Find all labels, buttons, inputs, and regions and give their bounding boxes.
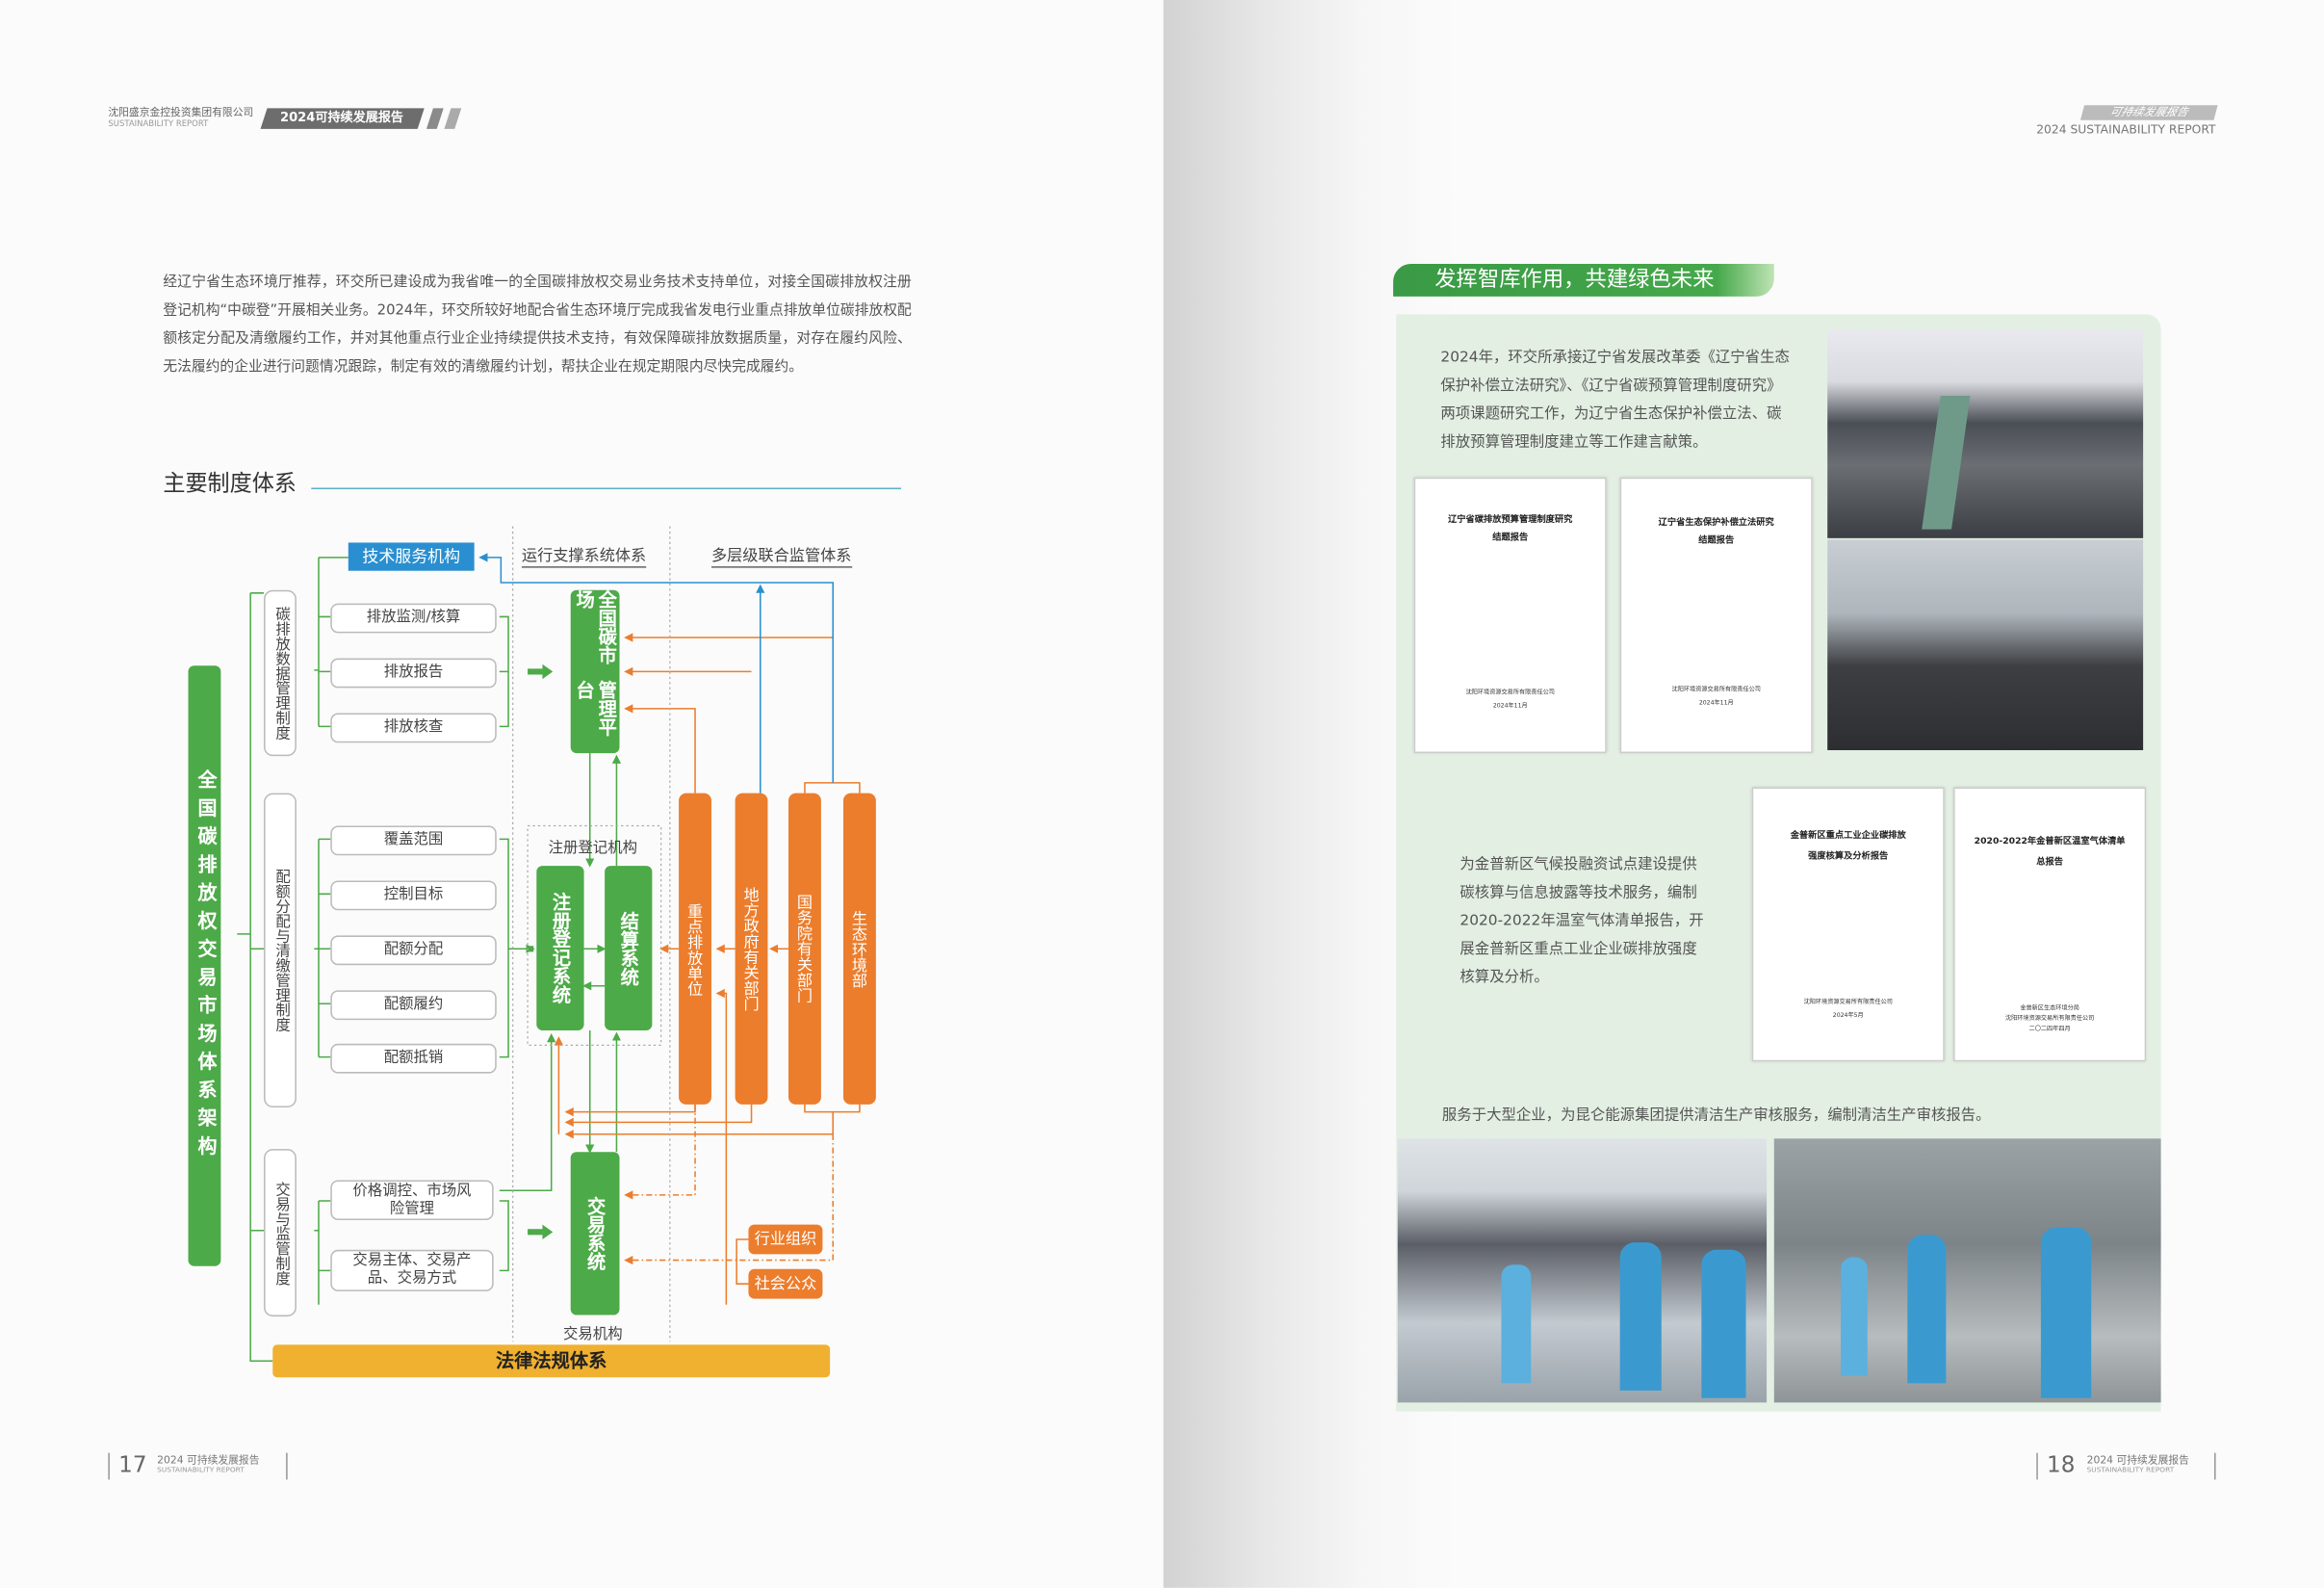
- footer-subtitle: SUSTAINABILITY REPORT: [2086, 1468, 2175, 1475]
- worker-figure: [2040, 1227, 2092, 1398]
- think-tank-text: 2024年，环交所承接辽宁省发展改革委《辽宁省生态保护补偿立法研究》、《辽宁省碳…: [1440, 350, 1790, 452]
- document-cover: 辽宁省生态保护补偿立法研究 结题报告 沈阳环境资源交易所有限责任公司 2024年…: [1619, 477, 1813, 754]
- doc-subtitle: 强度核算及分析报告: [1808, 850, 1889, 862]
- document-cover: 金普新区重点工业企业碳排放 强度核算及分析报告 沈阳环境资源交易所有限责任公司 …: [1751, 787, 1945, 1062]
- public: 社会公众: [748, 1268, 823, 1299]
- item-coverage: 覆盖范围: [330, 825, 497, 856]
- footer-divider: [2036, 1452, 2038, 1480]
- doc-org: 沈阳环境资源交易所有限责任公司: [1465, 688, 1555, 696]
- table-detail: [1922, 396, 1971, 530]
- footer-subtitle: SUSTAINABILITY REPORT: [157, 1468, 245, 1475]
- company-name: 沈阳盛京金控投资集团有限公司: [108, 106, 254, 119]
- footer-divider: [286, 1452, 288, 1480]
- worker-figure: [1619, 1242, 1662, 1392]
- item-compliance: 配额履约: [330, 990, 497, 1021]
- item-trading-subjects: 交易主体、交易产品、交易方式: [330, 1249, 494, 1291]
- platform-line-2: 管理平台: [573, 680, 618, 737]
- header-ops-support: 运行支撑系统体系: [521, 546, 647, 568]
- worker-figure: [1907, 1235, 1947, 1384]
- page-number: 17: [118, 1451, 147, 1478]
- tech-service-org: 技术服务机构: [348, 542, 475, 571]
- doc-title: 金普新区重点工业企业碳排放: [1790, 830, 1906, 841]
- doc-title: 2020-2022年金普新区温室气体清单: [1974, 836, 2126, 847]
- doc-org-2: 沈阳环境资源交易所有限责任公司: [2004, 1014, 2095, 1022]
- legal-framework: 法律法规体系: [272, 1344, 831, 1378]
- footer-divider: [108, 1452, 110, 1480]
- carbon-market-platform: 全国碳市场 管理平台: [570, 589, 620, 754]
- company-header: 沈阳盛京金控投资集团有限公司 SUSTAINABILITY REPORT: [108, 107, 253, 131]
- category-trading-supervision: 交易与监管制度: [264, 1149, 297, 1317]
- settlement-system: 结算系统: [605, 866, 653, 1030]
- regulator-local-gov: 地方政府有关部门: [735, 793, 768, 1105]
- worker-figure: [1501, 1264, 1532, 1384]
- worker-figure: [1841, 1257, 1868, 1376]
- item-monitoring: 排放监测/核算: [330, 603, 497, 634]
- doc-title: 辽宁省生态保护补偿立法研究: [1658, 517, 1774, 529]
- document-cover: 2020-2022年金普新区温室气体清单 总报告 金普新区生态环境分局 沈阳环境…: [1953, 787, 2147, 1062]
- item-report: 排放报告: [330, 658, 497, 689]
- doc-org: 沈阳环境资源交易所有限责任公司: [1803, 998, 1893, 1005]
- regulator-mee: 生态环境部: [842, 793, 876, 1105]
- doc-org: 沈阳环境资源交易所有限责任公司: [1671, 685, 1761, 692]
- meeting-photo: [1827, 539, 2144, 750]
- industry-org: 行业组织: [748, 1224, 823, 1255]
- footer-title-text: 2024 可持续发展报告: [157, 1454, 260, 1467]
- item-target: 控制目标: [330, 880, 497, 911]
- doc-date: 2024年5月: [1832, 1010, 1864, 1019]
- regulator-state-council: 国务院有关部门: [788, 793, 821, 1105]
- item-verification: 排放核查: [330, 713, 497, 743]
- section-rule: [311, 487, 902, 490]
- doc-title: 辽宁省碳排放预算管理制度研究: [1448, 514, 1573, 525]
- footer-title-text: 2024 可持续发展报告: [2086, 1454, 2189, 1467]
- doc-date: 2024年11月: [1698, 698, 1734, 706]
- doc-org: 金普新区生态环境分局: [2020, 1003, 2079, 1011]
- intro-paragraph: 经辽宁省生态环境厅推荐，环交所已建设成为我省唯一的全国碳排放权交易业务技术支持单…: [163, 273, 912, 376]
- right-header-subtitle: 2024 SUSTAINABILITY REPORT: [2036, 122, 2216, 137]
- control-room-photo: [1397, 1138, 1768, 1403]
- doc-date: 2024年11月: [1492, 701, 1528, 709]
- category-data-management: 碳排放数据管理制度: [264, 589, 297, 757]
- section-tab: 发挥智库作用，共建绿色未来: [1393, 264, 1774, 297]
- meeting-photo: [1827, 328, 2144, 538]
- worker-figure: [1701, 1249, 1746, 1398]
- page-number: 18: [2047, 1451, 2076, 1478]
- right-header-badge: 可持续发展报告: [2079, 105, 2218, 120]
- trading-system: 交易系统: [570, 1152, 620, 1315]
- trading-org-label: 交易机构: [563, 1326, 623, 1343]
- registry-system: 注册登记系统: [536, 866, 584, 1030]
- header-supervision: 多层级联合监管体系: [710, 546, 852, 568]
- doc-date: 二〇二四年四月: [2028, 1024, 2071, 1032]
- regulator-key-emitters: 重点排放单位: [679, 793, 711, 1105]
- item-offset: 配额抵销: [330, 1043, 497, 1074]
- item-allocation: 配额分配: [330, 935, 497, 966]
- kunlun-text: 服务于大型企业，为昆仑能源集团提供清洁生产审核服务，编制清洁生产审核报告。: [1441, 1107, 1991, 1124]
- registry-org-label: 注册登记机构: [548, 840, 637, 857]
- section-title: 主要制度体系: [163, 470, 297, 497]
- category-allocation: 配额分配与清缴管理制度: [264, 793, 297, 1108]
- jinpu-text: 为金普新区气候投融资试点建设提供碳核算与信息披露等技术服务，编制2020-202…: [1459, 856, 1704, 986]
- doc-subtitle: 结题报告: [1698, 534, 1735, 546]
- footer-divider: [2214, 1452, 2216, 1480]
- platform-line-1: 全国碳市场: [573, 589, 618, 664]
- item-price-control: 价格调控、市场风险管理: [330, 1180, 494, 1221]
- plant-photo: [1773, 1138, 2161, 1403]
- document-cover: 辽宁省碳排放预算管理制度研究 结题报告 沈阳环境资源交易所有限责任公司 2024…: [1413, 477, 1607, 754]
- company-en: SUSTAINABILITY REPORT: [108, 119, 209, 129]
- root-market-framework: 全国碳排放权交易市场体系架构: [188, 665, 221, 1266]
- doc-subtitle: 总报告: [2036, 856, 2063, 868]
- doc-subtitle: 结题报告: [1492, 532, 1529, 543]
